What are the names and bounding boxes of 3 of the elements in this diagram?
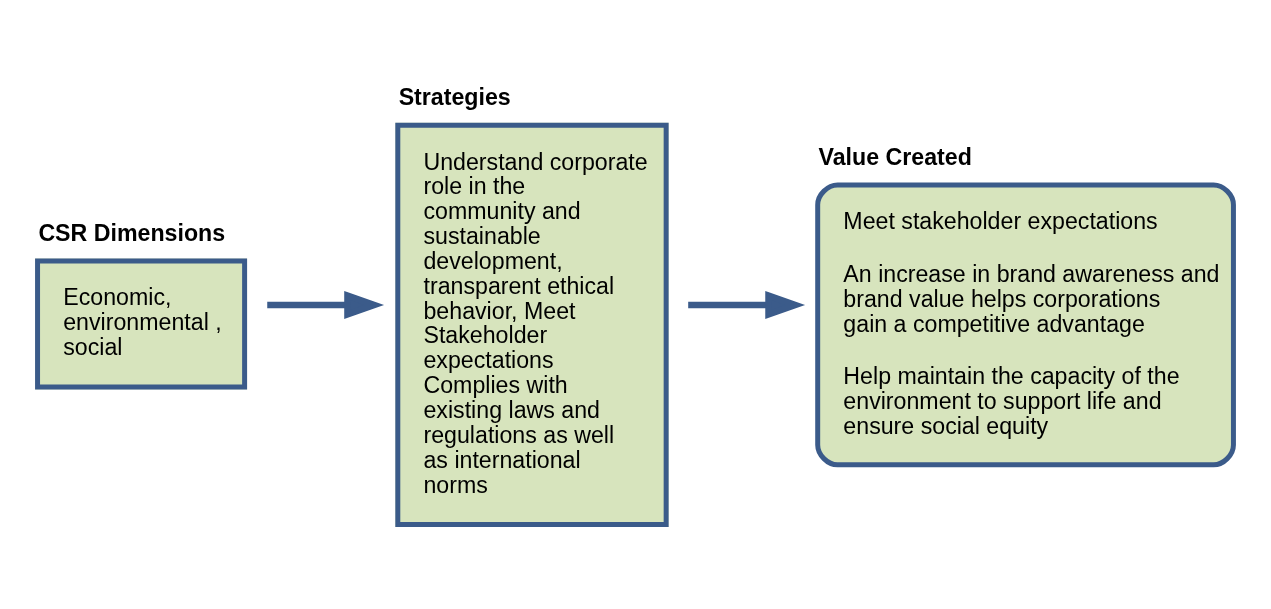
node-label: Strategies — [398, 83, 511, 110]
node-label: CSR Dimensions — [38, 219, 226, 246]
node-label: Value Created — [818, 143, 972, 170]
